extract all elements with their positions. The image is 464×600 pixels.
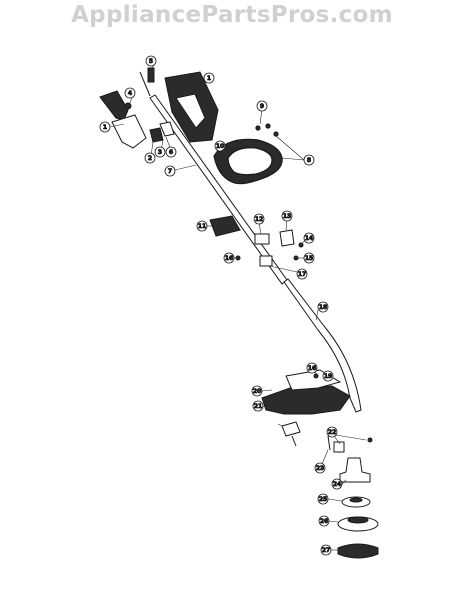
callout-label: 8 [307,157,311,164]
spool-cap-27 [337,543,379,559]
callout-icon[interactable]: 12 [253,213,265,225]
callout-icon[interactable]: 11 [196,220,208,232]
callout-icon[interactable]: 20 [251,385,263,397]
callout-icon[interactable]: 27 [320,544,332,556]
watermark: AppliancePartsPros.com [71,2,393,28]
callout-icon[interactable]: 16 [306,362,318,374]
callout-icon[interactable]: 14 [303,232,315,244]
handle-inner-panel [175,93,206,129]
callout-icon[interactable]: 1 [99,121,111,133]
callout-icon[interactable]: 7 [164,165,176,177]
lower-shaft [283,278,362,413]
washer-22 [367,437,373,443]
callout-label: 6 [169,149,173,156]
callout-label: 17 [298,271,306,278]
drive-hub-24 [339,457,371,483]
callout-icon[interactable]: 5 [145,55,157,67]
callout-label: 18 [319,304,327,311]
callout-icon[interactable]: 8 [303,154,315,166]
trigger-part [159,121,175,137]
switch-module [149,127,164,143]
callout-label: 16 [308,365,316,372]
handle-half-left [99,90,129,121]
callout-label: 12 [255,216,263,223]
bracket-pin [291,435,297,447]
shaft-clamp-11 [209,215,241,237]
guard-bracket-part [281,421,301,447]
callout-label: 16 [225,255,233,262]
callout-icon[interactable]: 26 [318,515,330,527]
auxiliary-handle-part [213,123,283,185]
throttle-cable [139,71,151,97]
callout-label: 14 [305,235,313,242]
callout-label: 27 [322,547,330,554]
guard-part [261,369,351,415]
shaft [139,71,362,413]
callout-icon[interactable]: 17 [296,268,308,280]
cord-lock [147,67,155,83]
guard-shield [261,385,351,415]
callout-label: 5 [149,58,153,65]
callout-icon[interactable]: 16 [223,252,235,264]
callout-label: 19 [324,373,332,380]
leader-lines [109,64,367,551]
auxiliary-handle-opening [227,147,273,176]
callout-label: 10 [216,143,224,150]
guard-bracket [281,421,301,437]
bolt-9a [255,125,261,131]
spool-retainer-center [349,497,363,503]
spool-head-assembly [327,435,379,559]
callout-icon[interactable]: 4 [124,87,136,99]
callout-label: 24 [333,481,341,488]
callout-label: 22 [328,429,336,436]
callout-label: 13 [283,213,291,220]
spool-26-hub [347,516,369,524]
bracket-13 [279,229,295,247]
callout-icon[interactable]: 25 [317,493,329,505]
callout-icon[interactable]: 23 [314,462,326,474]
callout-icon[interactable]: 18 [317,301,329,313]
callout-icon[interactable]: 22 [326,426,338,438]
callout-icon[interactable]: 24 [331,478,343,490]
callout-icon[interactable]: 2 [144,152,156,164]
callout-label: 15 [305,255,313,262]
coupler-12 [254,233,270,245]
callout-label: 11 [198,223,206,230]
callout-icon[interactable]: 9 [256,100,268,112]
screw-19 [313,373,319,379]
callout-label: 2 [148,155,152,162]
callout-icon[interactable]: 10 [214,140,226,152]
callout-icon[interactable]: 19 [322,370,334,382]
bolt-9b [265,123,271,129]
callout-label: 3 [158,149,162,156]
callout-icon[interactable]: 1 [203,72,215,84]
nut-8 [273,131,279,137]
screw-4 [124,102,132,110]
callout-icon[interactable]: 21 [252,400,264,412]
callout-icon[interactable]: 3 [154,146,166,158]
screw-15 [293,255,299,261]
callout-icon[interactable]: 6 [165,146,177,158]
screw-23 [327,435,331,451]
handle-grip-left [111,114,147,149]
callout-label: 7 [168,168,172,175]
callout-label: 25 [319,496,327,503]
coupler-17 [259,255,273,267]
callout-label: 4 [128,90,132,97]
callout-label: 1 [207,75,211,82]
callouts: 1 1 2 3 4 5 6 7 8 9 10 11 12 13 14 15 16… [99,55,343,556]
callout-label: 1 [103,124,107,131]
handle-housing-part [99,67,219,149]
bushing-22 [333,441,345,453]
callout-label: 20 [253,388,261,395]
callout-label: 9 [260,103,264,110]
callout-label: 23 [316,465,324,472]
callout-label: 26 [320,518,328,525]
callout-icon[interactable]: 15 [303,252,315,264]
callout-icon[interactable]: 13 [281,210,293,222]
callout-label: 21 [254,403,262,410]
